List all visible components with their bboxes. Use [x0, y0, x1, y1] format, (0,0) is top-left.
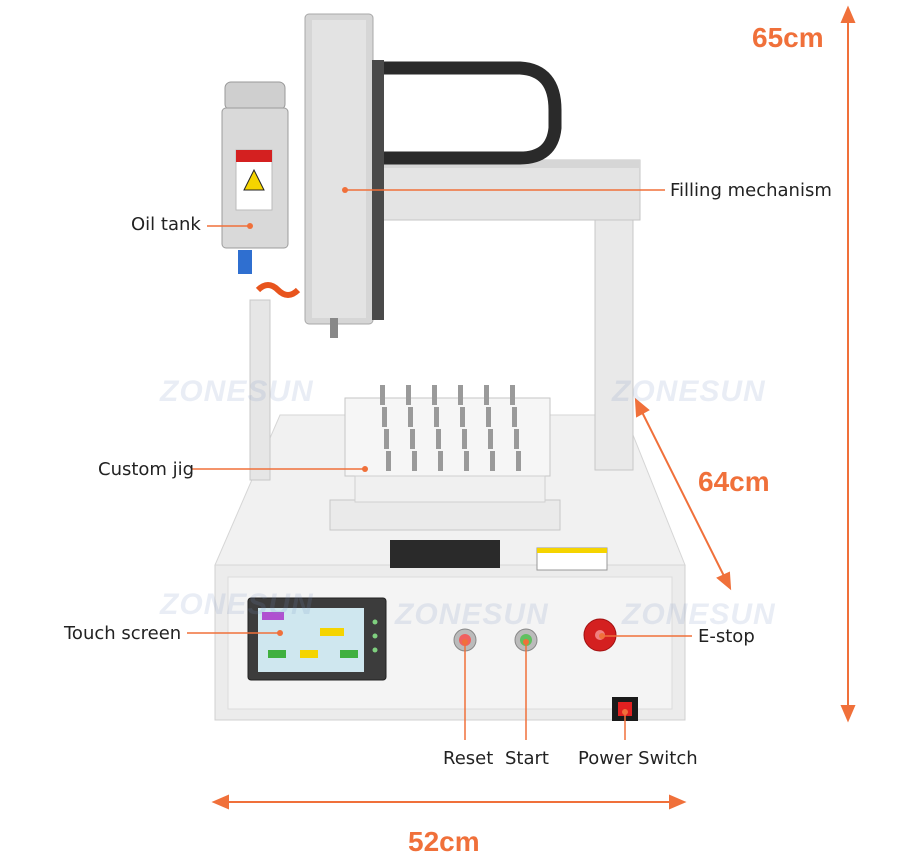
touch-screen-label: Touch screen — [64, 623, 182, 644]
e-stop-label: E-stop — [698, 626, 755, 647]
jig-pin — [486, 407, 491, 427]
jig-pin — [408, 407, 413, 427]
power-switch-label: Power Switch — [578, 748, 698, 769]
jig-pin — [490, 451, 495, 471]
jig-pin — [382, 407, 387, 427]
left-pillar — [249, 299, 271, 481]
jig-pin — [436, 429, 441, 449]
jig-pin — [432, 385, 437, 405]
height-dimension-label: 65cm — [752, 22, 824, 53]
jig-pin — [434, 407, 439, 427]
watermark: ZONESUN — [612, 375, 766, 408]
jig-pin — [464, 451, 469, 471]
jig-pin — [412, 451, 417, 471]
depth-dimension-label: 64cm — [698, 466, 770, 497]
watermark: ZONESUN — [622, 598, 776, 631]
filling-mechanism-label: Filling mechanism — [670, 180, 832, 201]
reset-label: Reset — [443, 748, 494, 769]
jig-pin — [458, 385, 463, 405]
oil-tank-label: Oil tank — [131, 214, 201, 235]
watermark: ZONESUN — [395, 598, 549, 631]
depth-dimension-arrow — [639, 407, 727, 581]
jig-pin — [460, 407, 465, 427]
jig-pin — [380, 385, 385, 405]
jig-pins — [380, 385, 521, 471]
jig-pin — [384, 429, 389, 449]
jig-pin — [484, 385, 489, 405]
jig-plate — [329, 499, 561, 531]
jig-pin — [410, 429, 415, 449]
custom-jig-label: Custom jig — [98, 459, 195, 480]
jig-pin — [386, 451, 391, 471]
width-dimension-label: 52cm — [408, 826, 480, 857]
jig-pin — [406, 385, 411, 405]
jig-pin — [462, 429, 467, 449]
cable-chain — [375, 61, 562, 165]
jig-pin — [512, 407, 517, 427]
jig-pin — [516, 451, 521, 471]
jig-pin — [510, 385, 515, 405]
jig-clamp — [390, 540, 500, 568]
jig-pin — [488, 429, 493, 449]
right-pillar — [594, 189, 634, 471]
jig-pin — [514, 429, 519, 449]
watermark: ZONESUN — [160, 375, 314, 408]
start-label: Start — [505, 748, 549, 769]
oil-tank-cap — [224, 81, 286, 111]
watermark: ZONESUN — [160, 588, 314, 621]
leader-lines — [187, 189, 692, 740]
jig-pin — [438, 451, 443, 471]
